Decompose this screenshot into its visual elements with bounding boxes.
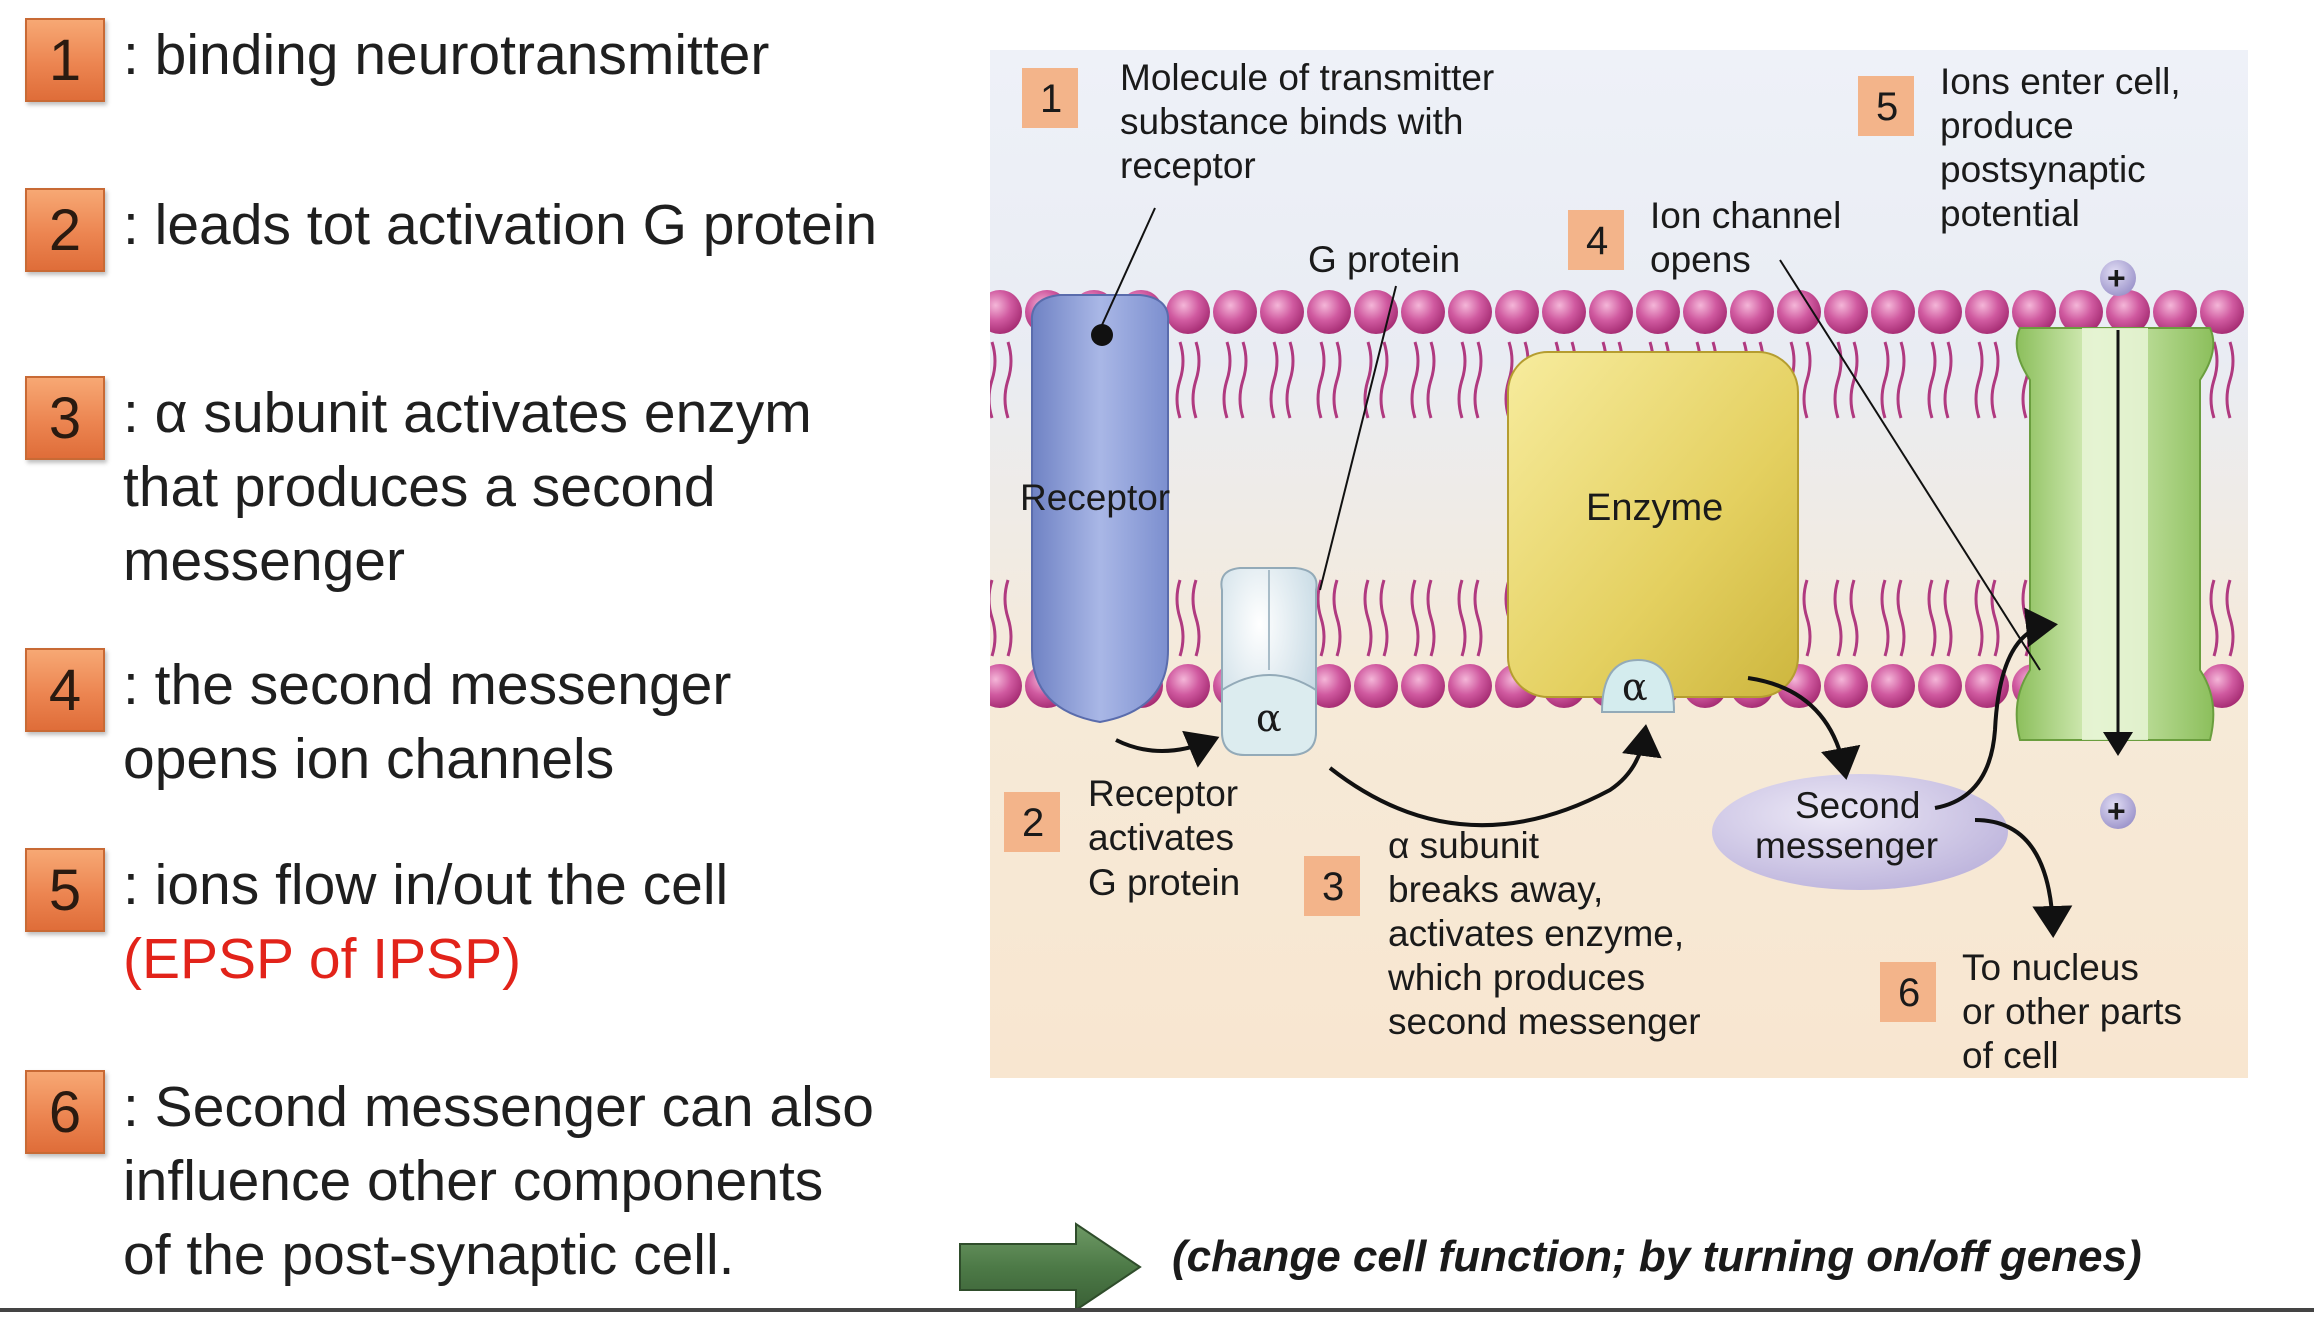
step-list: 1 : binding neurotransmitter 2 : leads t… (0, 0, 980, 1300)
figure-step3-line4: which produces (1387, 957, 1645, 998)
plus-ion-bottom (2100, 793, 2136, 829)
second-messenger-label-line1: Second (1795, 785, 1921, 826)
receptor-label: Receptor (1020, 477, 1170, 518)
figure-step2-line2: activates (1088, 817, 1234, 858)
arrow-gprotein-to-enzyme (1328, 724, 1662, 828)
step-description: : Second messenger can also influence ot… (123, 1070, 874, 1292)
caption-change-cell-function: (change cell function; by turning on/off… (1172, 1232, 2142, 1281)
receptor-protein (1030, 294, 1170, 724)
step-text-line: opens ion channels (123, 727, 615, 791)
leader-step1 (1101, 207, 1156, 326)
step-number-badge: 2 (25, 188, 105, 272)
step-number-badge: 4 (25, 648, 105, 732)
step-description: : binding neurotransmitter (123, 18, 769, 92)
transmitter-molecule (1091, 324, 1113, 346)
step-text-line: : α subunit activates enzym (123, 381, 812, 445)
figure-step3-line2: breaks away, (1388, 869, 1603, 910)
figure-step2-line1: Receptor (1088, 773, 1238, 814)
figure-badge-4: 4 (1568, 210, 1624, 270)
plus-ion-top-label: + (2107, 260, 2126, 296)
enzyme-label: Enzyme (1586, 487, 1723, 529)
step-text-line: of the post-synaptic cell. (123, 1223, 735, 1287)
figure-step5-line2: produce (1940, 105, 2074, 146)
figure-badge-5: 5 (1858, 76, 1914, 136)
step-text-line: : ions flow in/out the cell (123, 853, 729, 917)
step-description: : leads tot activation G protein (123, 188, 877, 262)
figure-badge-3: 3 (1304, 856, 1360, 916)
figure-badge-number: 6 (1898, 971, 1920, 1015)
g-protein-signaling-figure: Receptor α G protein Enzyme α + + Second… (990, 50, 2248, 1078)
figure-step1-line1: Molecule of transmitter (1120, 57, 1494, 98)
step-number-badge: 3 (25, 376, 105, 460)
leader-ion-channel (1779, 259, 2041, 671)
second-messenger-label-line2: messenger (1755, 825, 1938, 866)
figure-step4-line1: Ion channel (1650, 195, 1841, 236)
step-3: 3 : α subunit activates enzym that produ… (25, 376, 812, 598)
figure-badge-number: 3 (1322, 865, 1344, 909)
figure-step5-line1: Ions enter cell, (1940, 61, 2181, 102)
figure-step6-line2: or other parts (1962, 991, 2182, 1032)
figure-step1-line2: substance binds with (1120, 101, 1463, 142)
second-messenger (1712, 774, 2008, 890)
figure-badge-number: 2 (1022, 801, 1044, 845)
step-text-line: messenger (123, 529, 405, 593)
step-5: 5 : ions flow in/out the cell (EPSP of I… (25, 848, 728, 996)
figure-step3-line5: second messenger (1388, 1001, 1701, 1042)
step-2: 2 : leads tot activation G protein (25, 188, 877, 272)
step-description: : ions flow in/out the cell (EPSP of IPS… (123, 848, 728, 996)
epsp-ipsp-note: (EPSP of IPSP) (123, 927, 522, 991)
leader-gprotein (1319, 285, 1397, 591)
figure-step1-line3: receptor (1120, 145, 1256, 186)
figure-step3-line1: α subunit (1388, 825, 1540, 866)
figure-badge-2: 2 (1004, 792, 1060, 852)
step-text-line: : the second messenger (123, 653, 732, 717)
step-number-badge: 6 (25, 1070, 105, 1154)
plus-ion-bottom-label: + (2107, 793, 2126, 829)
step-1: 1 : binding neurotransmitter (25, 18, 769, 102)
figure-badges: 1 2 3 4 5 6 (1004, 68, 1936, 1022)
figure-step6-line1: To nucleus (1962, 947, 2139, 988)
g-protein-alpha-subunit (1221, 674, 1317, 756)
step-description: : the second messenger opens ion channel… (123, 648, 731, 796)
figure-step5-line4: potential (1940, 193, 2080, 234)
step-text-line: : Second messenger can also (123, 1075, 874, 1139)
arrow-messenger-to-nucleus (1974, 818, 2073, 938)
arrow-enzyme-to-second-messenger (1747, 676, 1861, 780)
g-protein-alpha-label: α (1256, 696, 1282, 740)
figure-badge-number: 5 (1876, 85, 1898, 129)
figure-badge-number: 1 (1040, 77, 1062, 121)
enzyme-alpha-label: α (1622, 665, 1648, 709)
step-description: : α subunit activates enzym that produce… (123, 376, 812, 598)
figure-step2-line3: G protein (1088, 862, 1240, 903)
enzyme-alpha-subunit (1600, 658, 1676, 713)
arrow-receptor-to-gprotein (1115, 730, 1220, 768)
g-protein-label: G protein (1308, 239, 1460, 280)
figure-step3-line3: activates enzyme, (1388, 913, 1684, 954)
figure-step5-line3: postsynaptic (1940, 149, 2146, 190)
plus-ion-top (2100, 260, 2136, 296)
figure-badge-number: 4 (1586, 219, 1608, 263)
green-right-arrow-icon (959, 1222, 1142, 1312)
step-6: 6 : Second messenger can also influence … (25, 1070, 874, 1292)
figure-badge-1: 1 (1022, 68, 1078, 128)
step-text-line: : leads tot activation G protein (123, 193, 878, 257)
step-text-line: : binding neurotransmitter (123, 23, 770, 87)
arrow-messenger-to-channel (1934, 607, 2058, 810)
step-number-badge: 5 (25, 848, 105, 932)
step-text-line: that produces a second (123, 455, 716, 519)
step-text-line: influence other components (123, 1149, 824, 1213)
figure-badge-6: 6 (1880, 962, 1936, 1022)
bottom-divider (0, 1308, 2314, 1312)
figure-step6-line3: of cell (1962, 1035, 2059, 1076)
step-4: 4 : the second messenger opens ion chann… (25, 648, 731, 796)
step-number-badge: 1 (25, 18, 105, 102)
figure-step4-line2: opens (1650, 239, 1751, 280)
